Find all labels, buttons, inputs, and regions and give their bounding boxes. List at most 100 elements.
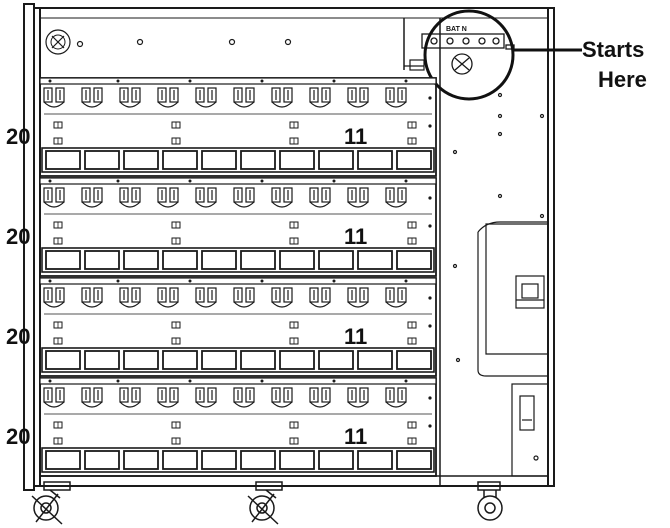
battery-terminal-clip [233, 387, 255, 408]
battery-terminal-clip [81, 87, 103, 108]
battery-terminal-clip [157, 187, 179, 208]
battery-module [318, 450, 354, 470]
battery-module [45, 450, 81, 470]
battery-module [240, 250, 276, 270]
battery-terminal-clip [347, 187, 369, 208]
battery-terminal-clip [157, 287, 179, 308]
battery-module [162, 350, 198, 370]
battery-terminal-clip [309, 287, 331, 308]
battery-terminal-clip [385, 287, 407, 308]
battery-module [123, 250, 159, 270]
battery-module [357, 350, 393, 370]
battery-module [318, 250, 354, 270]
battery-terminal-clip [43, 287, 65, 308]
top-plate [45, 29, 425, 71]
battery-module [318, 150, 354, 170]
battery-module [123, 350, 159, 370]
battery-terminal-clip [119, 187, 141, 208]
battery-module [84, 350, 120, 370]
battery-module [162, 250, 198, 270]
battery-terminal-clip [119, 87, 141, 108]
battery-terminal-clip [385, 387, 407, 408]
battery-terminal-clip [157, 387, 179, 408]
battery-terminal-clip [271, 387, 293, 408]
battery-terminal-clip [309, 87, 331, 108]
battery-module [84, 450, 120, 470]
cabinet-frame [23, 3, 555, 491]
battery-terminal-clip [347, 87, 369, 108]
battery-module [162, 450, 198, 470]
battery-terminal-clip [385, 87, 407, 108]
battery-module [123, 450, 159, 470]
battery-terminal-clip [81, 287, 103, 308]
shelf-left-count: 20 [6, 424, 30, 449]
battery-terminal-clip [233, 287, 255, 308]
battery-terminal-clip [271, 187, 293, 208]
battery-terminal-clip [233, 87, 255, 108]
battery-terminal-clip [195, 287, 217, 308]
casters [31, 481, 503, 525]
terminal-label: BAT N [446, 26, 467, 33]
battery-module [357, 450, 393, 470]
battery-terminal-clip [81, 187, 103, 208]
shelf-right-count: 11 [344, 324, 367, 349]
shelf-right-count: 11 [344, 124, 367, 149]
battery-module [201, 250, 237, 270]
battery-terminal-clip [195, 387, 217, 408]
battery-module [162, 150, 198, 170]
battery-module [201, 350, 237, 370]
caster-right [477, 481, 503, 521]
callout-marker [423, 9, 582, 101]
callout-line-1: Starts [582, 37, 644, 62]
battery-module [357, 150, 393, 170]
battery-terminal-clip [385, 187, 407, 208]
caster-middle [247, 481, 283, 525]
battery-module [279, 450, 315, 470]
battery-module [279, 350, 315, 370]
battery-terminal-clip [271, 87, 293, 108]
caster-left [31, 481, 71, 525]
battery-module [240, 150, 276, 170]
battery-terminal-clip [347, 287, 369, 308]
battery-terminal-clip [119, 287, 141, 308]
shelf-left-count: 20 [6, 224, 30, 249]
battery-module [84, 150, 120, 170]
battery-terminal-clip [43, 87, 65, 108]
battery-module [240, 350, 276, 370]
battery-terminal-clip [309, 187, 331, 208]
battery-module [123, 150, 159, 170]
battery-module [279, 150, 315, 170]
battery-module [45, 150, 81, 170]
battery-module [240, 450, 276, 470]
shelf-left-count: 20 [6, 324, 30, 349]
battery-module [84, 250, 120, 270]
battery-module [396, 150, 432, 170]
battery-module [279, 250, 315, 270]
battery-terminal-clip [309, 387, 331, 408]
battery-module [45, 350, 81, 370]
battery-terminal-clip [81, 387, 103, 408]
battery-terminal-clip [43, 387, 65, 408]
battery-module [396, 350, 432, 370]
battery-terminal-clip [195, 87, 217, 108]
battery-terminal-clip [271, 287, 293, 308]
battery-module [201, 450, 237, 470]
shelf-left-count: 20 [6, 124, 30, 149]
side-panel [452, 92, 549, 477]
shelf-right-count: 11 [344, 224, 367, 249]
battery-module [318, 350, 354, 370]
battery-module [396, 250, 432, 270]
battery-terminal-clip [157, 87, 179, 108]
battery-module [396, 450, 432, 470]
battery-module [357, 250, 393, 270]
battery-terminal-clip [119, 387, 141, 408]
battery-module [45, 250, 81, 270]
battery-module [201, 150, 237, 170]
battery-terminal-clip [195, 187, 217, 208]
